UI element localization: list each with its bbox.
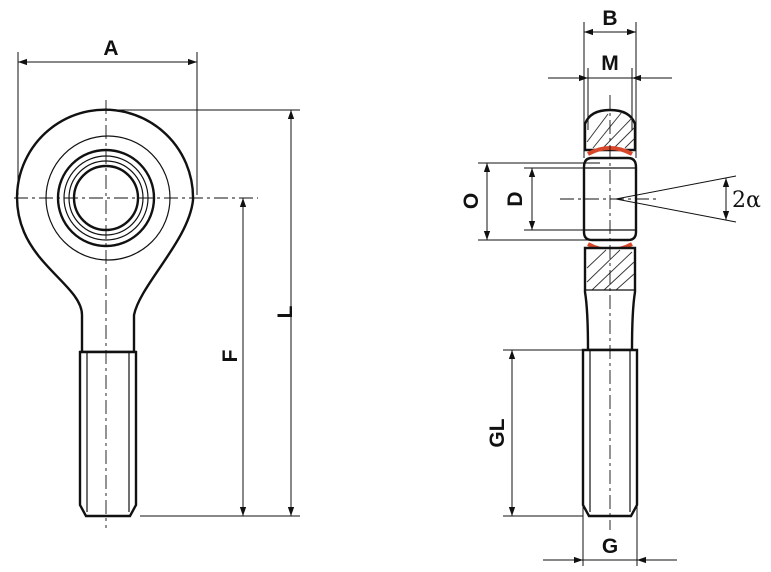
front-view: A L F [14,37,300,528]
upper-hatching [586,111,635,149]
label-o: O [460,193,483,209]
tilt-line-upper [615,175,737,200]
label-2alpha: 2α [732,188,761,213]
label-b: B [602,7,617,30]
label-d: D [504,191,527,206]
threaded-shank [78,350,138,518]
label-m: M [601,52,619,75]
lower-hatching [586,249,635,291]
section-view: 2α B M O D GL G [460,7,761,566]
label-gl: GL [486,418,509,447]
tilt-line-lower [615,198,737,223]
label-g: G [602,535,618,558]
label-l: L [274,305,297,318]
label-a: A [103,37,118,60]
label-f: F [219,349,242,362]
